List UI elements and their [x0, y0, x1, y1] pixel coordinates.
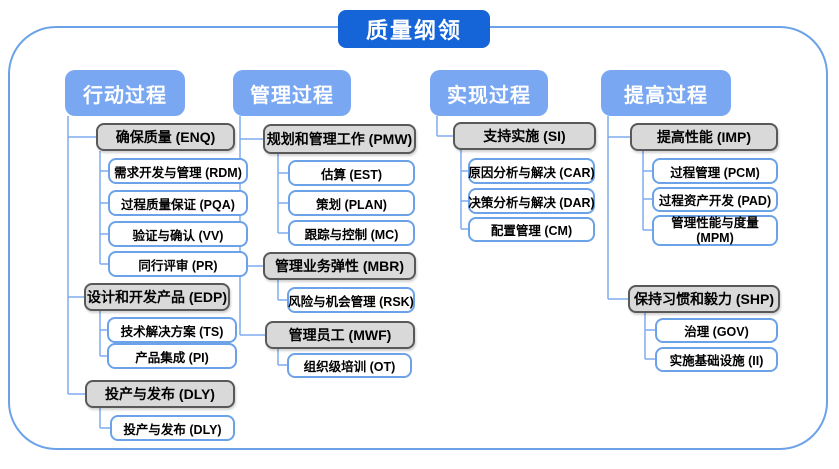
leaf-box-ot[interactable]: 组织级培训 (OT) [287, 353, 412, 378]
leaf-box-est[interactable]: 估算 (EST) [288, 160, 415, 186]
leaf-box-pqa[interactable]: 过程质量保证 (PQA) [108, 190, 248, 216]
group-box-mbr[interactable]: 管理业务弹性 (MBR) [263, 252, 416, 280]
leaf-box-pi[interactable]: 产品集成 (PI) [107, 343, 237, 369]
group-box-si[interactable]: 支持实施 (SI) [453, 122, 596, 150]
leaf-box-mpm[interactable]: 管理性能与度量 (MPM) [652, 215, 778, 246]
leaf-box-rdm[interactable]: 需求开发与管理 (RDM) [108, 158, 248, 184]
leaf-box-ts[interactable]: 技术解决方案 (TS) [107, 317, 237, 343]
column-header-realization-process[interactable]: 实现过程 [430, 70, 548, 116]
diagram-title: 质量纲领 [338, 10, 490, 48]
leaf-box-vv[interactable]: 验证与确认 (VV) [108, 221, 248, 247]
group-box-pmw[interactable]: 规划和管理工作 (PMW) [263, 124, 416, 154]
leaf-box-pad[interactable]: 过程资产开发 (PAD) [652, 187, 778, 212]
leaf-box-dly[interactable]: 投产与发布 (DLY) [110, 415, 235, 441]
column-header-improvement-process[interactable]: 提高过程 [601, 70, 731, 116]
group-box-shp[interactable]: 保持习惯和毅力 (SHP) [628, 285, 780, 313]
group-box-dly[interactable]: 投产与发布 (DLY) [85, 380, 235, 408]
leaf-box-rsk[interactable]: 风险与机会管理 (RSK) [287, 287, 415, 313]
leaf-box-mc[interactable]: 跟踪与控制 (MC) [288, 220, 415, 246]
column-header-management-process[interactable]: 管理过程 [233, 70, 351, 116]
leaf-box-cm[interactable]: 配置管理 (CM) [468, 217, 595, 242]
leaf-box-gov[interactable]: 治理 (GOV) [655, 318, 778, 343]
group-box-mwf[interactable]: 管理员工 (MWF) [265, 321, 415, 349]
leaf-box-plan[interactable]: 策划 (PLAN) [288, 190, 415, 216]
leaf-box-ii[interactable]: 实施基础设施 (II) [655, 347, 778, 372]
group-box-enq[interactable]: 确保质量 (ENQ) [96, 123, 235, 151]
leaf-box-pcm[interactable]: 过程管理 (PCM) [652, 158, 778, 184]
leaf-box-dar[interactable]: 决策分析与解决 (DAR) [468, 188, 595, 214]
group-box-edp[interactable]: 设计和开发产品 (EDP) [84, 283, 230, 311]
column-header-action-process[interactable]: 行动过程 [65, 70, 185, 116]
group-box-imp[interactable]: 提高性能 (IMP) [630, 123, 778, 151]
leaf-box-pr[interactable]: 同行评审 (PR) [108, 251, 248, 277]
leaf-box-car[interactable]: 原因分析与解决 (CAR) [468, 158, 595, 184]
